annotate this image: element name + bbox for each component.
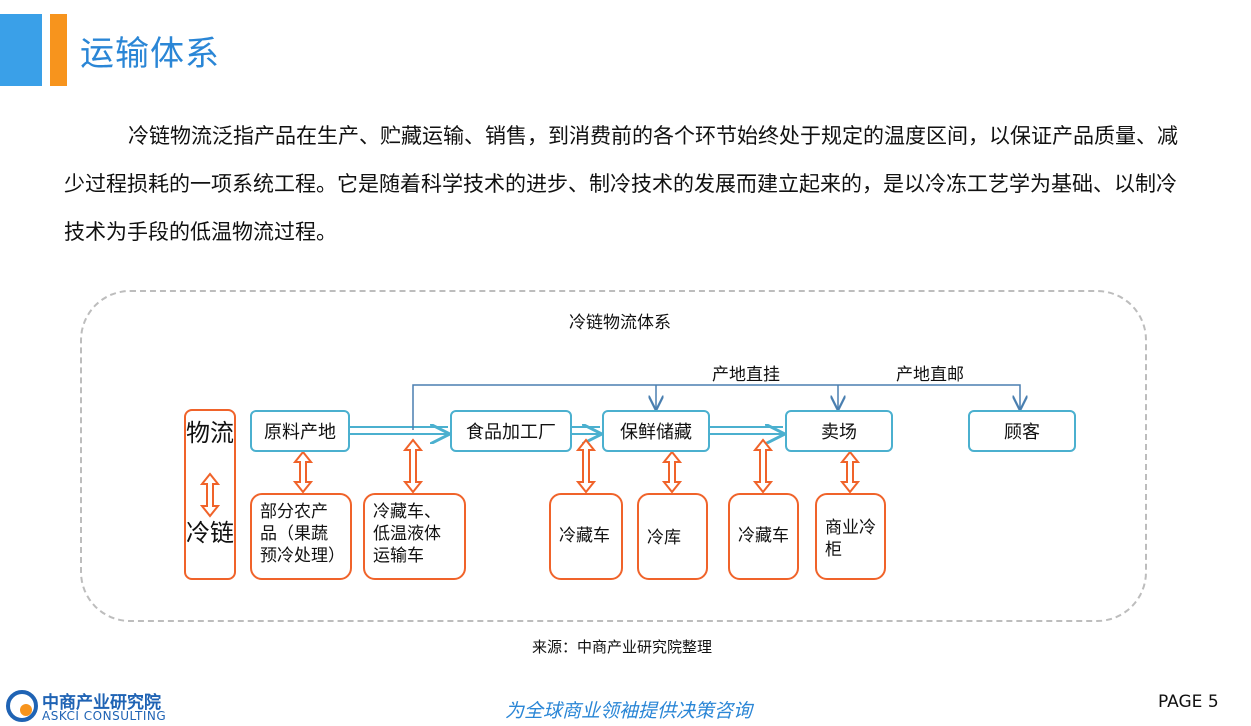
support-box-truck-2: 冷藏车: [728, 493, 799, 580]
support-arrows: [199, 438, 861, 518]
source-note: 来源：中商产业研究院整理: [532, 638, 713, 656]
page-title: 运输体系: [80, 34, 220, 74]
logo-text-en: ASKCI CONSULTING: [42, 709, 167, 723]
side-top-text: 物流: [186, 419, 234, 447]
header-bar-orange: [50, 14, 67, 86]
support-box-transport: 冷藏车、低温液体运输车: [363, 493, 466, 580]
side-logistics-coldchain: 物流 冷链: [184, 409, 236, 580]
chain-box-processing: 食品加工厂: [450, 410, 572, 452]
chain-box-customer: 顾客: [968, 410, 1076, 452]
support-box-cabinet: 商业冷柜: [815, 493, 886, 580]
chain-box-origin: 原料产地: [250, 410, 350, 452]
direct-route-lines: [412, 384, 1020, 430]
header-bar-blue: [0, 14, 42, 86]
chain-box-storage: 保鲜储藏: [602, 410, 710, 452]
intro-text: 冷链物流泛指产品在生产、贮藏运输、销售，到消费前的各个环节始终处于规定的温度区间…: [64, 124, 1178, 244]
label-direct-mail: 产地直邮: [896, 365, 964, 385]
intro-paragraph: 冷链物流泛指产品在生产、贮藏运输、销售，到消费前的各个环节始终处于规定的温度区间…: [64, 112, 1194, 256]
side-bottom-text: 冷链: [186, 519, 234, 547]
diagram-title: 冷链物流体系: [569, 313, 671, 333]
chain-arrows: [350, 427, 783, 434]
support-box-truck-1: 冷藏车: [549, 493, 623, 580]
footer-slogan: 为全球商业领袖提供决策咨询: [505, 700, 753, 722]
label-direct-hang: 产地直挂: [712, 365, 780, 385]
chain-box-market: 卖场: [785, 410, 893, 452]
logo-text-cn: 中商产业研究院: [42, 693, 161, 713]
diagram-frame: [80, 290, 1147, 622]
support-box-cold-storage: 冷库: [637, 493, 708, 580]
page-number: PAGE 5: [1158, 692, 1219, 712]
support-box-precooling: 部分农产品（果蔬预冷处理）: [250, 493, 352, 580]
